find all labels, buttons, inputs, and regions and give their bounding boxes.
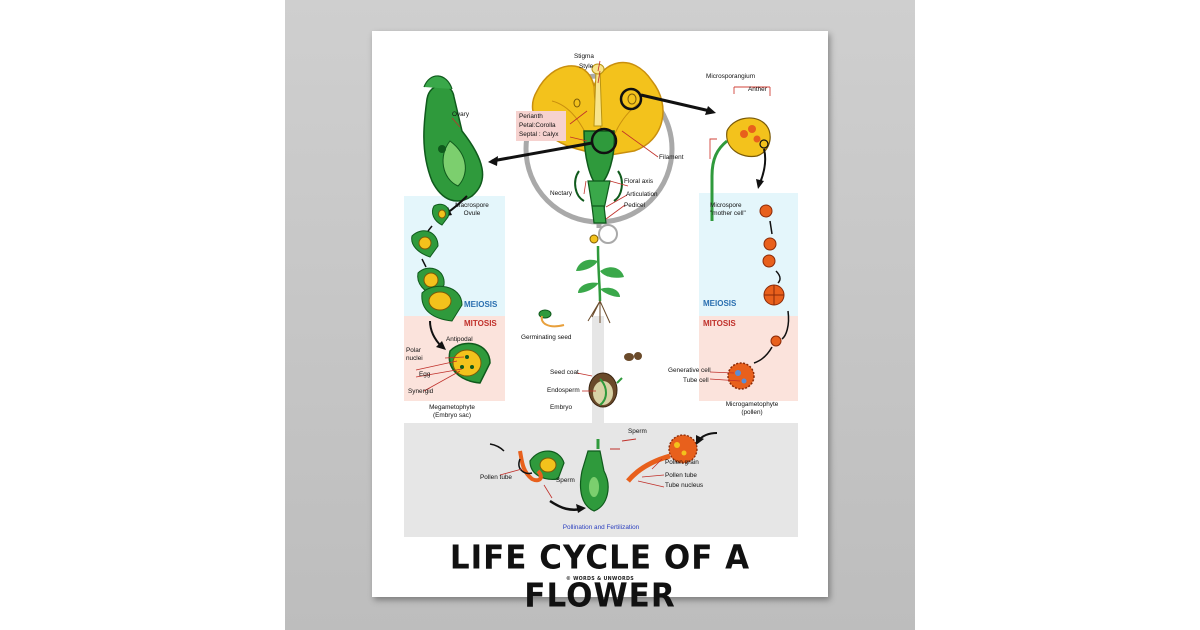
label-pollination-fertilization: Pollination and Fertilization xyxy=(562,524,640,531)
label-tube-nucleus: Tube nucleus xyxy=(665,482,704,489)
label-sepal: Septal : Calyx xyxy=(519,131,559,138)
label-meiosis-right: MEIOSIS xyxy=(703,299,737,308)
label-mother-cell: "mother cell" xyxy=(710,210,746,217)
diagram-artwork xyxy=(404,60,798,537)
label-microspore: Microspore xyxy=(710,202,742,209)
label-tube-cell: Tube cell xyxy=(683,377,709,384)
label-sperm-right: Sperm xyxy=(628,428,647,435)
label-macrospore: Macrospore xyxy=(455,202,489,209)
label-antipodal: Antipodal xyxy=(446,336,473,343)
germinating-seed-illustration xyxy=(538,309,565,328)
label-nectary: Nectary xyxy=(550,190,573,197)
fertilization-illustration xyxy=(518,434,698,512)
label-seed-coat: Seed coat xyxy=(550,369,579,376)
mitosis-band-right xyxy=(699,316,798,401)
poster: Stigma Style Perianth Petal:Corolla Sept… xyxy=(372,31,828,615)
label-embryo: Embryo xyxy=(550,404,573,411)
label-stigma: Stigma xyxy=(574,53,594,60)
label-perianth: Perianth xyxy=(519,113,543,120)
label-articulation: Articulation xyxy=(626,191,658,198)
label-pollen-grain: Pollen grain xyxy=(665,459,699,466)
poster-title: LIFE CYCLE OF A FLOWER xyxy=(449,539,751,615)
label-pedicel: Pedicel xyxy=(624,202,645,209)
label-generative-cell: Generative cell xyxy=(668,367,711,374)
label-polar-2: nuclei xyxy=(406,355,423,362)
label-embryo-sac: (Embryo sac) xyxy=(433,412,471,419)
label-megametophyte: Megametophyte xyxy=(429,404,475,411)
label-polar-1: Polar xyxy=(406,347,421,354)
seed-illustration xyxy=(588,372,623,408)
poster-credit: © WORDS & UNWORDS xyxy=(566,577,634,582)
focus-circle-ovary xyxy=(590,127,618,155)
label-ovary: Ovary xyxy=(452,111,470,118)
label-filament: Filament xyxy=(659,154,684,161)
label-sperm-left: Sperm xyxy=(556,477,575,484)
label-microgametophyte: Microgametophyte xyxy=(725,401,779,408)
label-endosperm: Endosperm xyxy=(547,387,580,394)
microspore-sequence xyxy=(727,204,785,390)
label-egg: Egg xyxy=(419,371,431,378)
label-synergid: Synergid xyxy=(408,388,434,395)
label-pollen: (pollen) xyxy=(741,409,763,416)
label-microsporangium: Microsporangium xyxy=(706,73,756,80)
focus-circle-anther xyxy=(619,87,643,111)
anther-illustration xyxy=(710,117,771,221)
perianth-label-box xyxy=(516,111,566,141)
label-anther: Anther xyxy=(748,86,767,93)
small-magnifier xyxy=(598,224,618,244)
ovary-illustration xyxy=(423,75,484,202)
label-style: Style xyxy=(579,63,594,70)
label-ovule: Ovule xyxy=(463,210,481,217)
label-pollen-tube-left: Pollen tube xyxy=(480,474,512,481)
label-germinating-seed: Germinating seed xyxy=(521,334,572,341)
label-floral-axis: Floral axis xyxy=(624,178,654,185)
plant-illustration xyxy=(576,234,624,324)
center-column xyxy=(592,316,604,426)
label-mitosis-left: MITOSIS xyxy=(464,319,497,328)
label-meiosis-left: MEIOSIS xyxy=(464,300,498,309)
label-mitosis-right: MITOSIS xyxy=(703,319,736,328)
label-petal: Petal:Corolla xyxy=(519,122,556,129)
label-pollen-tube-right: Pollen tube xyxy=(665,472,697,479)
